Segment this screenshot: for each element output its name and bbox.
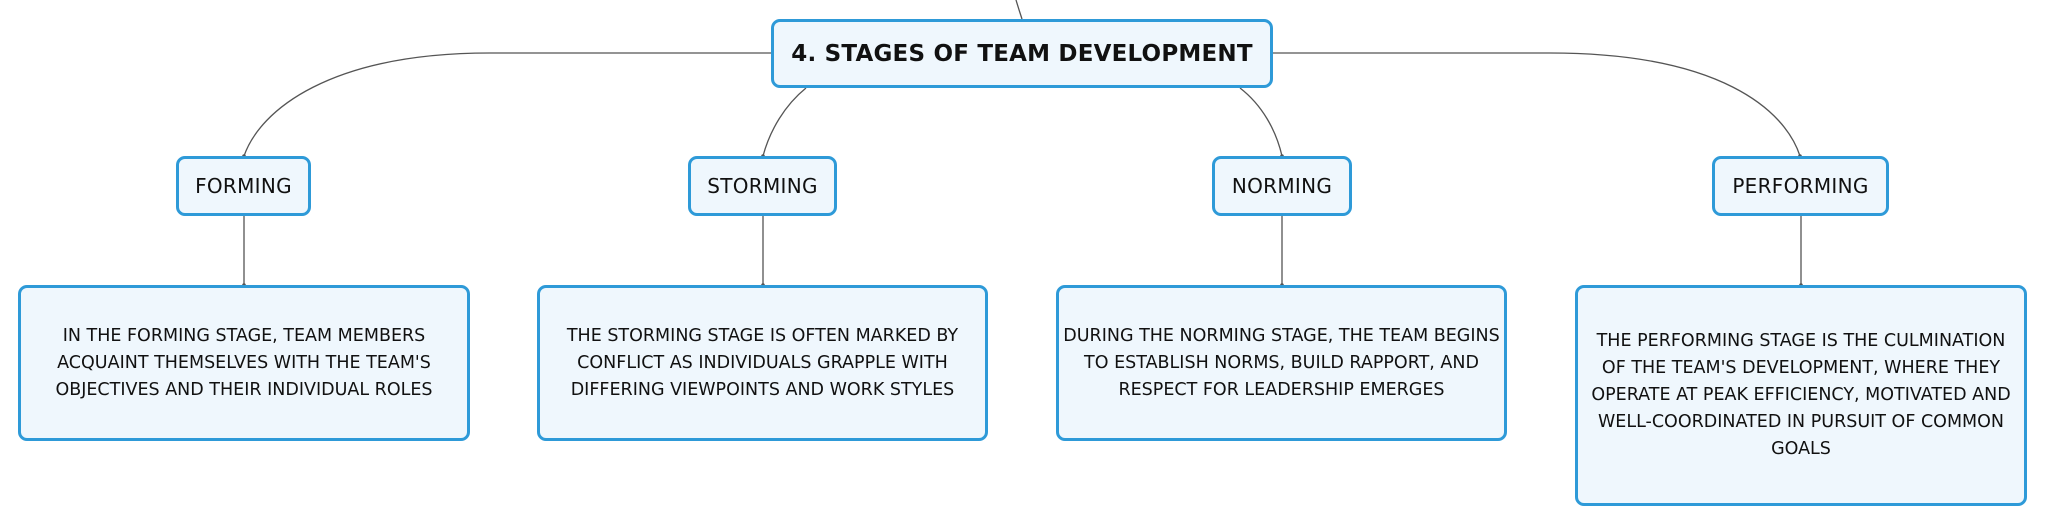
stage-node-storming[interactable]: STORMING (688, 156, 837, 216)
connector-root-to-storming (762, 87, 807, 157)
stage-node-performing[interactable]: PERFORMING (1712, 156, 1889, 216)
description-node-performing[interactable]: THE PERFORMING STAGE IS THE CULMINATION … (1575, 285, 2027, 506)
description-node-storming[interactable]: THE STORMING STAGE IS OFTEN MARKED BY CO… (537, 285, 988, 441)
connector-root-to-norming (1239, 87, 1283, 157)
description-node-forming[interactable]: IN THE FORMING STAGE, TEAM MEMBERS ACQUA… (18, 285, 470, 441)
stage-node-norming[interactable]: NORMING (1212, 156, 1352, 216)
connector-root-to-performing (1273, 52, 1801, 157)
root-topic-node[interactable]: 4. STAGES OF TEAM DEVELOPMENT (771, 19, 1273, 88)
stage-node-forming[interactable]: FORMING (176, 156, 311, 216)
connector-parent-to-root (1015, 0, 1023, 20)
description-node-norming[interactable]: DURING THE NORMING STAGE, THE TEAM BEGIN… (1056, 285, 1507, 441)
connector-root-to-forming (243, 52, 771, 157)
